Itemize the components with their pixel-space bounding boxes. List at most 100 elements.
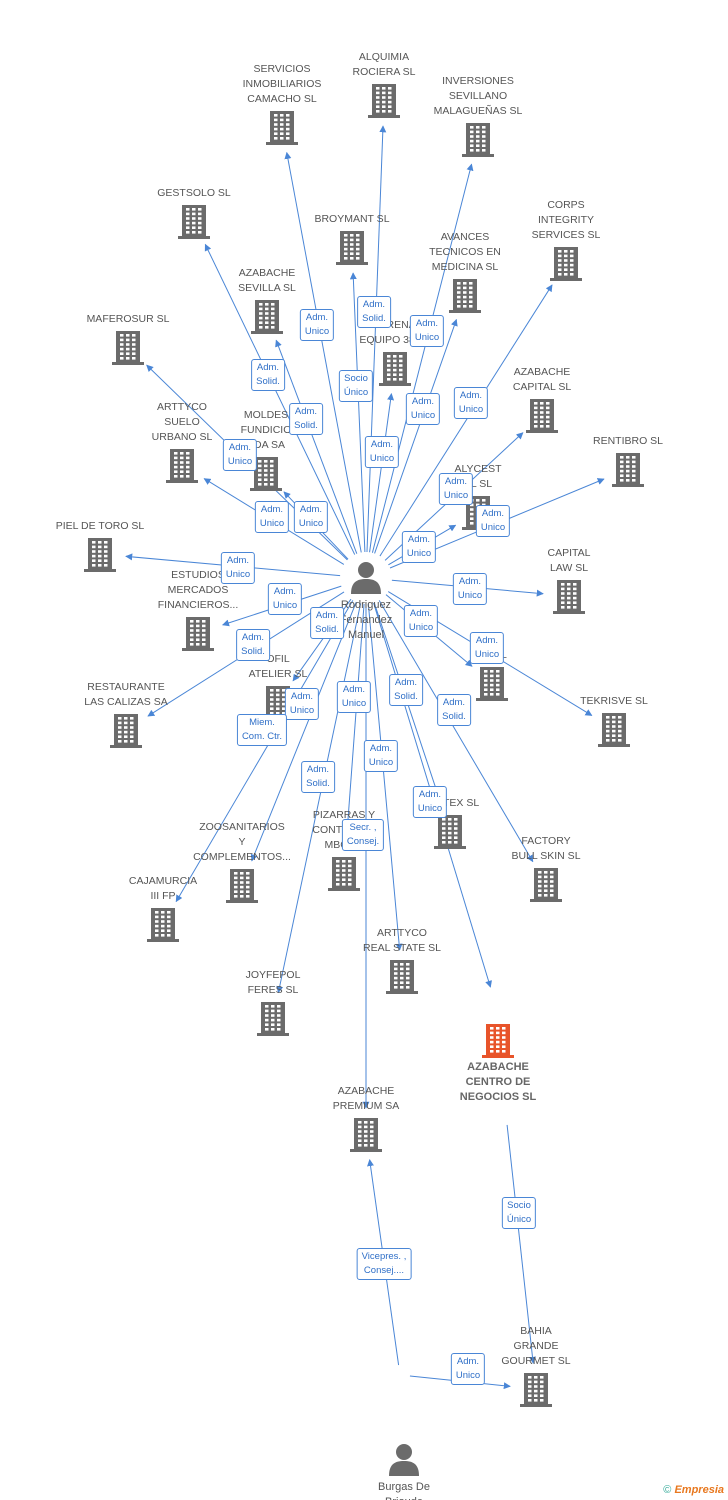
relation-label[interactable]: Adm.Unico bbox=[403, 605, 439, 637]
relation-label-line: Adm. bbox=[456, 1356, 480, 1367]
relation-label-line: Unico bbox=[417, 803, 443, 814]
relation-label[interactable]: Adm.Solid. bbox=[357, 296, 391, 328]
relation-label[interactable]: Adm.Solid. bbox=[251, 359, 285, 391]
node-label-line: SEVILLANO bbox=[448, 90, 508, 102]
relation-label[interactable]: Adm.Unico bbox=[453, 387, 489, 419]
company-node-piel[interactable]: PIEL DE TORO SL bbox=[40, 519, 160, 574]
relation-label[interactable]: Adm.Solid. bbox=[236, 629, 270, 661]
node-label-line: FACTORY bbox=[521, 835, 571, 847]
relation-label[interactable]: Adm.Unico bbox=[475, 505, 511, 537]
building-icon bbox=[138, 615, 258, 651]
node-label-line: SEVILLA SL bbox=[238, 282, 296, 294]
relation-label-line: Adm. bbox=[411, 396, 435, 407]
edge-rodriguez-joyfepol bbox=[276, 603, 362, 994]
relation-label[interactable]: Adm.Solid. bbox=[437, 694, 471, 726]
relation-label[interactable]: Adm.Unico bbox=[336, 681, 372, 713]
relation-label-line: Adm. bbox=[415, 318, 439, 329]
relation-label[interactable]: Adm.Unico bbox=[267, 583, 303, 615]
person-node-burgas[interactable]: Burgas DeBrioudeRodriguez... bbox=[344, 1440, 464, 1500]
relation-label[interactable]: Adm.Unico bbox=[450, 1353, 486, 1385]
relation-label[interactable]: Vicepres. ,Consej.... bbox=[356, 1248, 412, 1280]
relation-label[interactable]: Adm.Unico bbox=[405, 393, 441, 425]
relation-label-line: Solid. bbox=[362, 313, 386, 324]
relation-label-line: Unico bbox=[480, 522, 506, 533]
building-icon bbox=[292, 229, 412, 265]
relation-label-line: Único bbox=[343, 387, 369, 398]
relation-label-line: Adm. bbox=[294, 406, 318, 417]
relation-label-line: Adm. bbox=[442, 697, 466, 708]
relation-label[interactable]: Adm.Unico bbox=[299, 309, 335, 341]
company-node-rentibro[interactable]: RENTIBRO SL bbox=[568, 434, 688, 489]
relation-label[interactable]: Adm.Solid. bbox=[301, 761, 335, 793]
relation-label[interactable]: Adm.Solid. bbox=[289, 403, 323, 435]
relation-label[interactable]: Adm.Unico bbox=[469, 632, 505, 664]
edge-rodriguez-inversiones bbox=[371, 163, 474, 553]
relation-label[interactable]: Adm.Unico bbox=[409, 315, 445, 347]
relation-label[interactable]: Adm.Unico bbox=[254, 501, 290, 533]
company-node-gestsolo[interactable]: GESTSOLO SL bbox=[134, 186, 254, 241]
company-node-maferosur[interactable]: MAFEROSUR SL bbox=[68, 312, 188, 367]
node-label-line: JOYFEPOL bbox=[245, 969, 301, 981]
edge-rodriguez-gestsolo bbox=[204, 243, 356, 555]
building-icon bbox=[213, 1000, 333, 1036]
relation-label[interactable]: Adm.Unico bbox=[220, 552, 256, 584]
node-label-line: ALQUIMIA bbox=[358, 51, 410, 63]
node-label-line: TEKRISVE SL bbox=[580, 695, 648, 707]
relation-label-line: Adm. bbox=[228, 442, 252, 453]
relation-label[interactable]: Secr. ,Consej. bbox=[341, 819, 385, 851]
relation-label[interactable]: Adm.Solid. bbox=[310, 607, 344, 639]
relation-label-line: Adm. bbox=[260, 504, 284, 515]
relation-label[interactable]: Adm.Unico bbox=[401, 531, 437, 563]
node-label-line: REAL STATE SL bbox=[363, 942, 441, 954]
relation-label[interactable]: Adm.Unico bbox=[222, 439, 258, 471]
edge-rodriguez-zoosanitarios bbox=[250, 601, 357, 862]
node-label-line: PIZARRAS Y bbox=[312, 809, 376, 821]
node-label-line: GESTSOLO SL bbox=[157, 187, 231, 199]
company-node-broymant[interactable]: BROYMANT SL bbox=[292, 212, 412, 267]
relation-label[interactable]: Adm.Unico bbox=[452, 573, 488, 605]
company-node-geytex[interactable]: GEYTEX SL bbox=[390, 796, 510, 851]
relation-label[interactable]: Adm.Unico bbox=[293, 501, 329, 533]
relation-label[interactable]: Adm.Unico bbox=[364, 436, 400, 468]
relation-label-line: Unico bbox=[458, 404, 484, 415]
relation-label-line: Solid. bbox=[315, 624, 339, 635]
relation-label[interactable]: Adm.Unico bbox=[438, 473, 474, 505]
relation-label[interactable]: Adm.Unico bbox=[363, 740, 399, 772]
company-node-tekrisve[interactable]: TEKRISVE SL bbox=[554, 694, 674, 749]
relation-label[interactable]: Adm.Solid. bbox=[389, 674, 423, 706]
building-icon bbox=[506, 245, 626, 281]
relation-label[interactable]: Adm.Unico bbox=[284, 688, 320, 720]
edge-rodriguez-entrenam bbox=[369, 393, 395, 553]
relation-label[interactable]: Adm.Unico bbox=[412, 786, 448, 818]
relation-label-line: Socio bbox=[507, 1200, 531, 1211]
relation-label[interactable]: Miem.Com. Ctr. bbox=[236, 714, 288, 746]
node-label-line: URBANO SL bbox=[151, 431, 213, 443]
